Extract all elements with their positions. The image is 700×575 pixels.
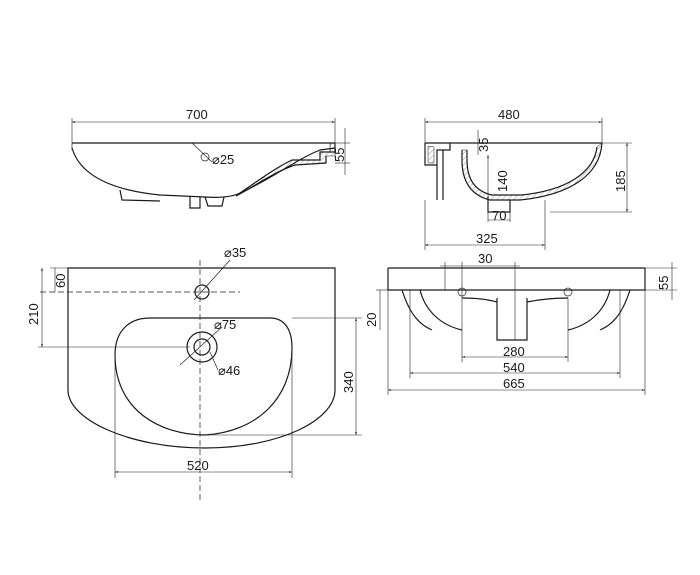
rear-view — [376, 262, 677, 395]
dim-front-35: 35 — [476, 138, 491, 152]
dim-top-520: 520 — [187, 458, 209, 473]
dim-rear-665: 665 — [503, 376, 525, 391]
dim-side-width: 700 — [186, 107, 208, 122]
dim-top-340: 340 — [341, 371, 356, 393]
dim-side-hole: ⌀25 — [212, 152, 234, 167]
dim-rear-55: 55 — [656, 276, 671, 290]
front-section-view — [424, 118, 632, 250]
dim-front-185: 185 — [613, 170, 628, 192]
dim-top-drain-75: ⌀75 — [214, 317, 236, 332]
dim-top-60: 60 — [53, 274, 68, 288]
side-section-view — [71, 118, 350, 209]
dim-rear-280: 280 — [503, 344, 525, 359]
dim-top-tap-hole: ⌀35 — [224, 245, 246, 260]
dim-front-70: 70 — [492, 208, 506, 223]
dim-front-width: 480 — [498, 107, 520, 122]
dim-top-drain-46: ⌀46 — [218, 363, 240, 378]
dim-top-210: 210 — [26, 303, 41, 325]
dim-rear-20: 20 — [364, 313, 379, 327]
dim-rear-30: 30 — [478, 251, 492, 266]
dim-side-height: 55 — [332, 148, 347, 162]
top-view — [38, 259, 362, 500]
dim-front-140: 140 — [495, 170, 510, 192]
dim-rear-540: 540 — [503, 360, 525, 375]
dim-front-325: 325 — [476, 231, 498, 246]
